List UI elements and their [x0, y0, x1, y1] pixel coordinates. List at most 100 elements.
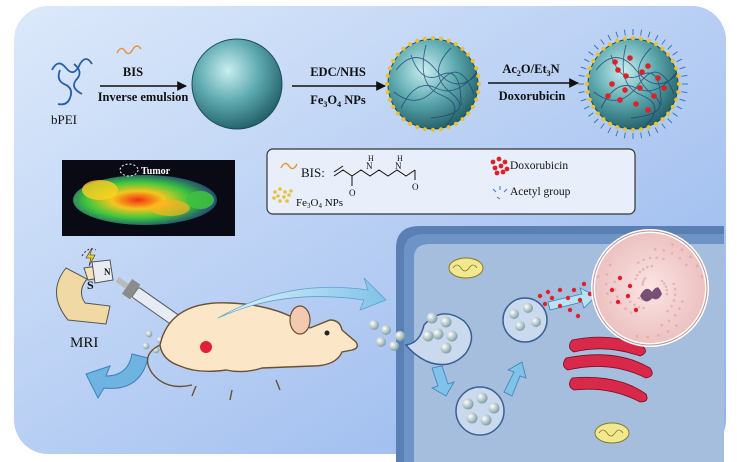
bpei-polymer-icon [51, 58, 93, 106]
fe3o4-nanoparticle [646, 38, 651, 43]
acetyl-group-mark [647, 130, 651, 137]
fe3o4-nanoparticle [276, 194, 280, 198]
fe3o4-nanoparticle [474, 66, 479, 71]
doxorubicin-dot [565, 295, 571, 301]
traffic-arrow-down [431, 365, 455, 397]
nucleus-texture-speck [678, 257, 681, 260]
nanogel-particle [440, 316, 452, 328]
fe3o4-nanoparticle [622, 127, 628, 132]
fe3o4-nanoparticle [646, 125, 651, 130]
legend-fe3o4-icon [272, 187, 293, 203]
doxorubicin-dot [575, 313, 581, 319]
fe3o4-nanoparticle [607, 42, 613, 47]
fe3o4-nanoparticle [395, 52, 400, 57]
nucleus-texture-speck [671, 243, 674, 246]
nucleus-texture-speck [634, 277, 637, 281]
fe3o4-nanoparticle [415, 125, 420, 130]
fe3o4-nanoparticle [670, 104, 675, 110]
fe3o4-nanoparticle [601, 46, 606, 51]
doxorubicin-dot [625, 293, 631, 299]
nanogel-particle [142, 342, 150, 350]
bis-atom-n2: N [395, 161, 402, 171]
nanogel-particle [426, 312, 438, 324]
fe3o4-nanoparticle [676, 89, 681, 95]
fe3o4-nanoparticle [273, 190, 277, 194]
doxorubicin-dot [633, 101, 639, 107]
fe3o4-nanoparticle [653, 42, 659, 47]
approaching-nps [369, 320, 405, 351]
nucleus-texture-speck [642, 306, 645, 310]
tumor-site [200, 341, 212, 353]
fe3o4-nanoparticle [272, 196, 276, 200]
nucleus-texture-speck [635, 334, 639, 338]
nucleus-texture-speck [609, 301, 612, 304]
fe3o4-nanoparticle [391, 58, 396, 64]
doxorubicin-dot [639, 69, 645, 75]
doxorubicin-dot [587, 291, 593, 297]
legend-acetyl-label: Acetyl group [510, 186, 571, 198]
nucleus-texture-speck [689, 255, 692, 259]
traffic-arrow-up [503, 361, 527, 397]
doxorubicin-dot [609, 287, 615, 293]
fe3o4-nanoparticle [638, 36, 644, 41]
nucleus-texture-speck [667, 319, 671, 323]
step1-bottom-label: Inverse emulsion [98, 90, 189, 104]
fe3o4-nanoparticle [446, 125, 451, 130]
doxorubicin-dot [645, 107, 651, 113]
nucleus-texture-speck [662, 257, 665, 261]
fe3o4-nanoparticle [466, 111, 471, 116]
fe3o4-nanoparticle [407, 121, 413, 126]
acetyl-group-mark [615, 130, 619, 137]
legend-dox-label: Doxorubicin [510, 160, 568, 172]
acetyl-group-mark [661, 123, 666, 129]
nucleus-texture-speck [646, 335, 650, 339]
doxorubicin-dot [496, 156, 502, 162]
fe3o4-nanoparticle [460, 117, 465, 122]
nucleus-texture-speck [604, 282, 608, 286]
acetyl-group-mark [679, 66, 686, 70]
nanogel-particle [515, 321, 525, 331]
acetyl-group-mark [580, 98, 587, 102]
acetyl-group-mark [679, 98, 686, 102]
fe3o4-nanoparticle [438, 36, 444, 41]
nucleus-texture-speck [641, 281, 645, 284]
fe3o4-nanoparticle [653, 121, 659, 126]
fe3o4-nanoparticle [676, 73, 681, 79]
nanogel-particle [440, 342, 452, 354]
nucleus-texture-speck [666, 309, 669, 313]
doxorubicin-dot [571, 287, 577, 293]
nanogel-particle [446, 330, 458, 342]
step2-bottom-label: Fe3O4 NPs [310, 93, 366, 109]
doxorubicin-dot [623, 73, 629, 79]
mri-magnet-icon: S N [56, 247, 114, 325]
bis-atom-o2: O [412, 182, 419, 192]
nucleus-texture-speck [664, 285, 668, 288]
nucleus-texture-speck [642, 258, 646, 261]
nucleus-texture-speck [695, 264, 699, 268]
nucleus-texture-speck [653, 248, 657, 251]
fe3o4-nanoparticle [401, 46, 406, 51]
bis-squiggle-icon [116, 45, 142, 55]
nanogel-particle [523, 303, 533, 313]
nucleus-texture-speck [636, 261, 640, 264]
doxorubicin-dot [617, 275, 623, 281]
doxorubicin-dot [549, 295, 555, 301]
doxorubicin-dot [577, 297, 583, 303]
fe3o4-nanoparticle [607, 121, 613, 126]
fe3o4-coated-sphere [384, 35, 482, 133]
syringe-icon [115, 276, 195, 334]
fe3o4-nanoparticle [595, 111, 600, 116]
acetyl-group-mark [654, 34, 659, 41]
tumor-imaging-panel: Tumor [62, 160, 235, 236]
fe3o4-nanoparticle [422, 127, 428, 132]
nucleus-texture-speck [663, 282, 666, 285]
nanogel-sphere [191, 38, 283, 130]
feedback-arrow [85, 353, 149, 400]
nanogel-particle [369, 320, 379, 330]
nucleus-texture-speck [608, 263, 612, 267]
doxorubicin-dot [661, 85, 667, 91]
doxorubicin-dot [622, 87, 628, 93]
fe3o4-nanoparticle [460, 46, 465, 51]
fe3o4-nanoparticle [285, 199, 289, 203]
doxorubicin-dot [504, 166, 510, 172]
